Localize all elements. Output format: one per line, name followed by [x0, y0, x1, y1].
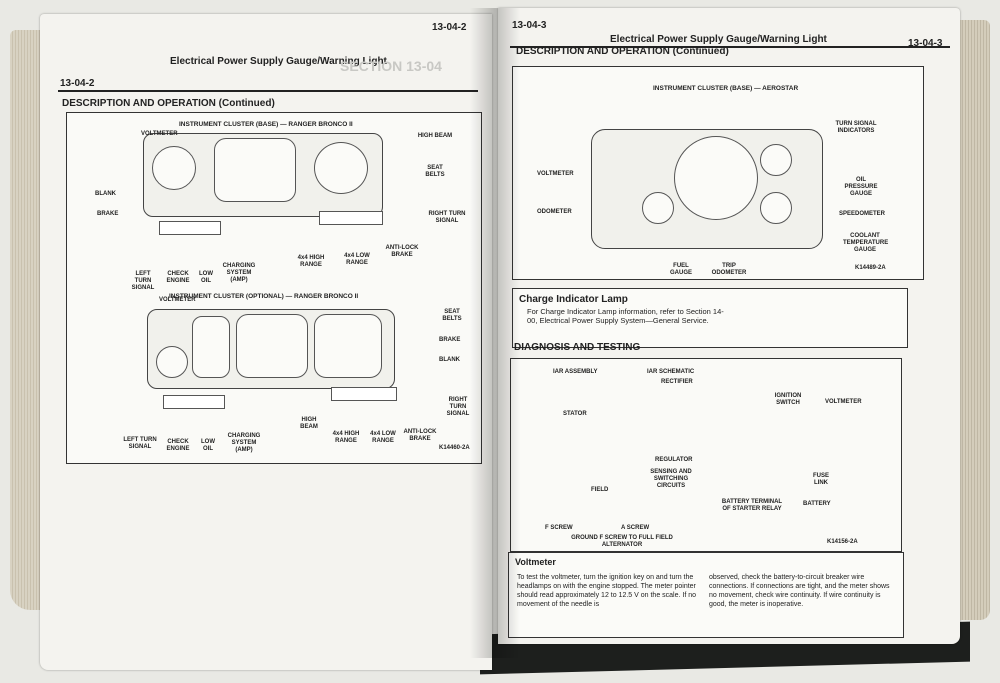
voltmeter-box: Voltmeter To test the voltmeter, turn th… — [508, 552, 904, 638]
aerostar-label-coolant: COOLANT TEMPERATURE GAUGE — [843, 233, 889, 253]
opt-oil-gauge — [192, 316, 230, 378]
opt-speedometer — [236, 314, 308, 378]
charge-indicator-body: For Charge Indicator Lamp information, r… — [527, 307, 724, 325]
opt-label-seat-belts: SEAT BELTS — [442, 309, 462, 322]
right-page-number-top: 13-04-3 — [512, 20, 547, 31]
opt-label-low-range: 4x4 LOW RANGE — [370, 431, 396, 444]
diag-label-iar-assembly: IAR ASSEMBLY — [553, 369, 598, 375]
right-section-title: DESCRIPTION AND OPERATION (Continued) — [516, 46, 729, 57]
aerostar-oil-gauge — [760, 144, 792, 176]
base-label-seat-belts: SEAT BELTS — [425, 165, 445, 178]
base-label-left-turn: LEFT TURN SIGNAL — [131, 271, 155, 291]
opt-label-brake: BRAKE — [439, 337, 461, 343]
diag-label-iar-schematic: IAR SCHEMATIC — [647, 369, 695, 375]
base-label-abs: ANTI-LOCK BRAKE — [385, 245, 419, 258]
base-label-charging: CHARGING SYSTEM (AMP) — [222, 263, 256, 283]
opt-label-right-turn: RIGHT TURN SIGNAL — [446, 397, 470, 417]
charge-indicator-box: Charge Indicator Lamp For Charge Indicat… — [512, 288, 908, 348]
left-page: 13-04-2 Electrical Power Supply Gauge/Wa… — [40, 14, 492, 670]
aerostar-fuel-gauge — [642, 192, 674, 224]
right-page-number: 13-04-3 — [908, 38, 943, 49]
opt-label-high-beam: HIGH BEAM — [300, 417, 318, 430]
diag-label-sensing: SENSING AND SWITCHING CIRCUITS — [650, 469, 692, 489]
aerostar-speedometer — [674, 136, 758, 220]
base-cluster-outline — [143, 133, 383, 217]
opt-label-abs: ANTI-LOCK BRAKE — [403, 429, 437, 442]
base-label-right-turn: RIGHT TURN SIGNAL — [428, 211, 466, 224]
charge-indicator-title: Charge Indicator Lamp — [519, 294, 628, 305]
diagnosis-figure-frame: IAR ASSEMBLY IAR SCHEMATIC RECTIFIER STA… — [510, 358, 902, 552]
aerostar-figure-frame: INSTRUMENT CLUSTER (BASE) — AEROSTAR VOL… — [512, 66, 924, 280]
diagnosis-figure-code: K14156-2A — [827, 539, 858, 545]
left-figure-frame: INSTRUMENT CLUSTER (BASE) — RANGER BRONC… — [66, 112, 482, 464]
optional-cluster-title: INSTRUMENT CLUSTER (OPTIONAL) — RANGER B… — [169, 293, 359, 300]
right-page: 13-04-3 Electrical Power Supply Gauge/Wa… — [498, 8, 960, 644]
voltmeter-text-col1: To test the voltmeter, turn the ignition… — [517, 574, 697, 608]
left-running-head: Electrical Power Supply Gauge/Warning Li… — [170, 56, 387, 67]
aerostar-title: INSTRUMENT CLUSTER (BASE) — AEROSTAR — [653, 85, 799, 92]
base-fuel-gauge — [314, 142, 368, 194]
diag-label-regulator: REGULATOR — [655, 457, 693, 463]
base-label-brake: BRAKE — [97, 211, 119, 217]
base-label-check-engine: CHECK ENGINE — [166, 271, 190, 284]
diag-label-battery-terminal: BATTERY TERMINAL OF STARTER RELAY — [721, 499, 783, 512]
base-label-high-beam: HIGH BEAM — [417, 133, 453, 139]
diag-label-voltmeter: VOLTMETER — [825, 399, 862, 405]
aerostar-cluster-outline — [591, 129, 823, 249]
aerostar-label-fuel: FUEL GAUGE — [669, 263, 692, 276]
voltmeter-title: Voltmeter — [515, 557, 556, 567]
right-running-head: Electrical Power Supply Gauge/Warning Li… — [610, 34, 827, 45]
base-label-low-oil: LOW OIL — [199, 271, 213, 284]
bleed-through-text: SECTION 13-04 — [340, 58, 442, 74]
aerostar-label-voltmeter: VOLTMETER — [537, 171, 574, 177]
left-page-number-top: 13-04-2 — [432, 22, 467, 33]
aerostar-label-trip: TRIP ODOMETER — [711, 263, 747, 276]
aerostar-label-odometer: ODOMETER — [537, 209, 572, 215]
aerostar-figure-code: K14489-2A — [855, 265, 886, 271]
opt-tachometer — [314, 314, 382, 378]
opt-label-voltmeter: VOLTMETER — [159, 297, 196, 303]
base-lamp-row-right — [319, 211, 383, 225]
aerostar-coolant-gauge — [760, 192, 792, 224]
base-voltmeter-gauge — [152, 146, 196, 190]
left-page-number: 13-04-2 — [60, 78, 95, 89]
opt-label-low-oil: LOW OIL — [201, 439, 215, 452]
book-spine-shadow — [470, 8, 520, 658]
left-header-rule — [58, 90, 478, 92]
diagnosis-title: DIAGNOSIS AND TESTING — [514, 342, 641, 353]
opt-label-charging: CHARGING SYSTEM (AMP) — [227, 433, 261, 453]
base-speedometer — [214, 138, 296, 202]
diag-label-f-screw: F SCREW — [545, 525, 573, 531]
base-label-blank: BLANK — [95, 191, 116, 197]
right-header-rule — [510, 46, 950, 48]
aerostar-label-speedometer: SPEEDOMETER — [839, 211, 886, 217]
diag-label-rectifier: RECTIFIER — [661, 379, 693, 385]
optional-cluster-outline — [147, 309, 395, 389]
diag-label-fuse-link: FUSE LINK — [812, 473, 829, 486]
opt-lamp-row-left — [163, 395, 225, 409]
left-section-title: DESCRIPTION AND OPERATION (Continued) — [62, 98, 275, 109]
opt-label-blank: BLANK — [439, 357, 460, 363]
left-figure-code: K14460-2A — [439, 445, 470, 451]
diag-label-a-screw: A SCREW — [621, 525, 650, 531]
aerostar-label-oil: OIL PRESSURE GAUGE — [844, 177, 878, 197]
voltmeter-text-col2: observed, check the battery-to-circuit b… — [709, 574, 890, 608]
opt-label-check-engine: CHECK ENGINE — [166, 439, 190, 452]
opt-label-left-turn: LEFT TURN SIGNAL — [123, 437, 157, 450]
base-lamp-row-left — [159, 221, 221, 235]
base-label-low-range: 4x4 LOW RANGE — [344, 253, 370, 266]
aerostar-label-turn: TURN SIGNAL INDICATORS — [835, 121, 877, 134]
base-label-voltmeter: VOLTMETER — [141, 131, 178, 137]
base-label-high-range: 4x4 HIGH RANGE — [297, 255, 325, 268]
base-cluster-title: INSTRUMENT CLUSTER (BASE) — RANGER BRONC… — [179, 121, 353, 128]
opt-lamp-row-right — [331, 387, 397, 401]
diag-label-field: FIELD — [591, 487, 609, 493]
diag-label-ground: GROUND F SCREW TO FULL FIELD ALTERNATOR — [571, 535, 673, 548]
diag-label-battery: BATTERY — [803, 501, 831, 507]
opt-voltmeter-gauge — [156, 346, 188, 378]
opt-label-high-range: 4x4 HIGH RANGE — [332, 431, 360, 444]
diag-label-stator: STATOR — [563, 411, 587, 417]
diag-label-ignition: IGNITION SWITCH — [774, 393, 802, 406]
